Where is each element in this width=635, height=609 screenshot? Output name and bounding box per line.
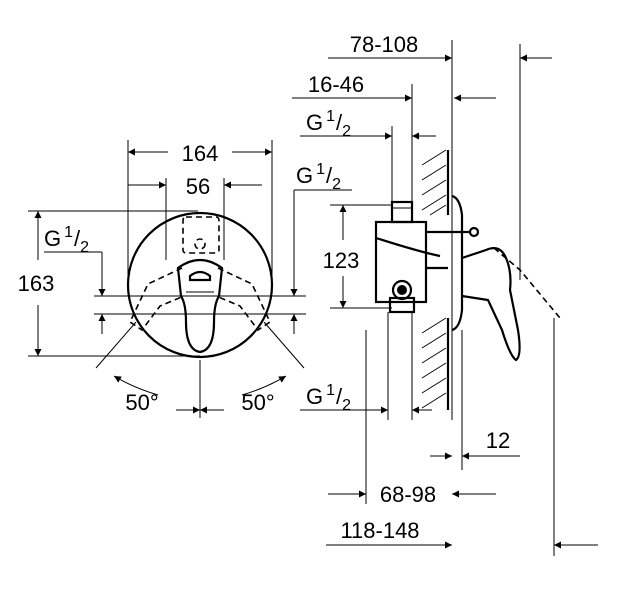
lever-side	[461, 247, 521, 362]
hidden-body-outline	[182, 216, 220, 254]
escutcheon-plate	[126, 211, 274, 359]
dimension-164: 164	[182, 141, 219, 166]
lever-handle	[176, 258, 224, 354]
angle-right-50: 50°	[241, 390, 274, 415]
bottom-outlet	[388, 296, 416, 314]
escutcheon-profile	[451, 194, 464, 332]
dimension-56: 56	[186, 174, 210, 199]
dimension-123: 123	[323, 248, 360, 273]
dimension-163: 163	[18, 271, 55, 296]
dimension-78-108: 78-108	[350, 32, 419, 57]
handle-swing-right	[215, 267, 272, 332]
lever-raised-dashed	[493, 247, 561, 319]
dimension-16-46: 16-46	[308, 72, 364, 97]
handle-swing-left	[128, 267, 185, 332]
dimension-68-98: 68-98	[380, 482, 436, 507]
handle-cap	[188, 270, 212, 282]
port-circle	[391, 279, 413, 301]
hidden-port-outline	[194, 238, 206, 250]
wall-section	[421, 149, 450, 410]
angle-left-50: 50°	[125, 390, 158, 415]
dimension-12: 12	[486, 428, 510, 453]
dimension-118-148: 118-148	[340, 518, 419, 543]
top-outlet	[390, 200, 414, 224]
